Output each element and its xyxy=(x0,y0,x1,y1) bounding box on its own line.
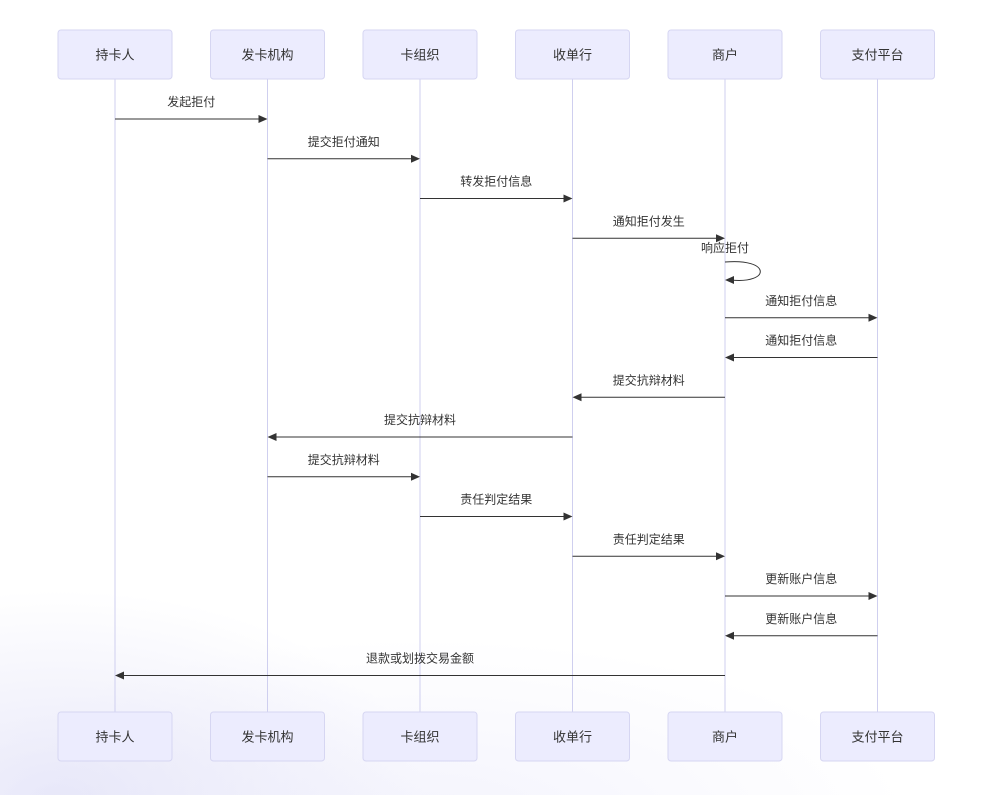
actor-bottom-5: 支付平台 xyxy=(820,711,935,762)
actor-box xyxy=(667,29,783,80)
message-14: 退款或划拨交易金额 xyxy=(115,651,725,680)
arrowhead xyxy=(411,154,420,163)
actor-label: 收单行 xyxy=(553,49,592,64)
arrowhead xyxy=(258,115,268,123)
actor-top-2: 卡组织 xyxy=(362,29,478,80)
actor-top-1: 发卡机构 xyxy=(210,29,325,80)
message-label: 转发拒付信息 xyxy=(460,174,532,189)
message-2: 转发拒付信息 xyxy=(420,174,573,203)
arrowhead xyxy=(868,592,878,600)
actor-label: 收单行 xyxy=(553,731,592,746)
message-11: 责任判定结果 xyxy=(572,531,725,561)
actor-label: 持卡人 xyxy=(95,731,134,746)
actor-label: 商户 xyxy=(712,730,738,746)
arrowhead xyxy=(563,194,573,203)
message-label: 退款或划拨交易金额 xyxy=(366,651,474,666)
arrowhead xyxy=(563,512,573,521)
actor-label: 卡组织 xyxy=(400,731,439,746)
actor-top-0: 持卡人 xyxy=(57,29,173,80)
message-13: 更新账户信息 xyxy=(725,611,878,640)
actor-label: 发卡机构 xyxy=(241,730,293,746)
actor-bottom-3: 收单行 xyxy=(515,711,630,762)
message-5: 通知拒付信息 xyxy=(725,293,878,322)
message-label: 提交拒付通知 xyxy=(308,134,380,149)
message-label: 通知拒付信息 xyxy=(765,293,837,308)
actor-box xyxy=(57,29,173,80)
arrowhead xyxy=(572,393,582,402)
message-label: 更新账户信息 xyxy=(765,611,837,626)
actor-top-3: 收单行 xyxy=(515,29,630,80)
arrowhead xyxy=(716,234,725,243)
actor-box xyxy=(210,711,325,762)
actor-label: 商户 xyxy=(712,48,738,64)
message-12: 更新账户信息 xyxy=(725,571,878,600)
message-label: 提交抗辩材料 xyxy=(384,412,456,427)
actor-box xyxy=(210,29,325,80)
actor-label: 支付平台 xyxy=(851,731,903,746)
actor-box xyxy=(57,711,173,762)
actor-label: 发卡机构 xyxy=(241,48,293,64)
actor-box xyxy=(667,711,783,762)
actor-label: 支付平台 xyxy=(851,49,903,64)
message-label: 发起拒付 xyxy=(167,94,215,109)
actor-box xyxy=(820,711,935,762)
message-label: 通知拒付发生 xyxy=(613,213,685,228)
arrowhead xyxy=(115,671,124,680)
actor-bottom-1: 发卡机构 xyxy=(210,711,325,762)
arrowhead xyxy=(411,472,420,481)
message-8: 提交抗辩材料 xyxy=(267,412,573,441)
self-message-loop xyxy=(724,261,761,281)
actor-top-4: 商户 xyxy=(667,29,783,80)
actor-bottom-0: 持卡人 xyxy=(57,711,173,762)
actor-box xyxy=(820,29,935,80)
arrowhead xyxy=(868,313,878,322)
message-label: 响应拒付 xyxy=(701,240,749,255)
arrowhead xyxy=(716,552,725,561)
message-label: 更新账户信息 xyxy=(765,571,837,586)
message-9: 提交抗辩材料 xyxy=(267,452,420,481)
actor-top-5: 支付平台 xyxy=(820,29,935,80)
actor-box xyxy=(515,29,630,80)
message-label: 提交抗辩材料 xyxy=(308,452,380,467)
message-4: 响应拒付 xyxy=(701,240,761,284)
message-7: 提交抗辩材料 xyxy=(572,372,725,402)
message-3: 通知拒付发生 xyxy=(572,213,725,243)
message-label: 责任判定结果 xyxy=(613,531,685,546)
message-6: 通知拒付信息 xyxy=(725,333,878,362)
message-label: 提交抗辩材料 xyxy=(613,372,685,387)
arrowhead xyxy=(725,631,734,640)
actor-box xyxy=(362,711,478,762)
arrowhead xyxy=(725,276,734,284)
actor-box xyxy=(515,711,630,762)
message-0: 发起拒付 xyxy=(115,94,268,123)
actor-bottom-2: 卡组织 xyxy=(362,711,478,762)
message-1: 提交拒付通知 xyxy=(267,134,420,163)
actor-label: 卡组织 xyxy=(400,49,439,64)
message-label: 通知拒付信息 xyxy=(765,333,837,348)
message-label: 责任判定结果 xyxy=(460,492,532,507)
actor-label: 持卡人 xyxy=(95,49,134,64)
actor-bottom-4: 商户 xyxy=(667,711,783,762)
arrowhead xyxy=(725,353,734,362)
actor-box xyxy=(362,29,478,80)
message-10: 责任判定结果 xyxy=(420,492,573,521)
arrowhead xyxy=(267,433,277,441)
